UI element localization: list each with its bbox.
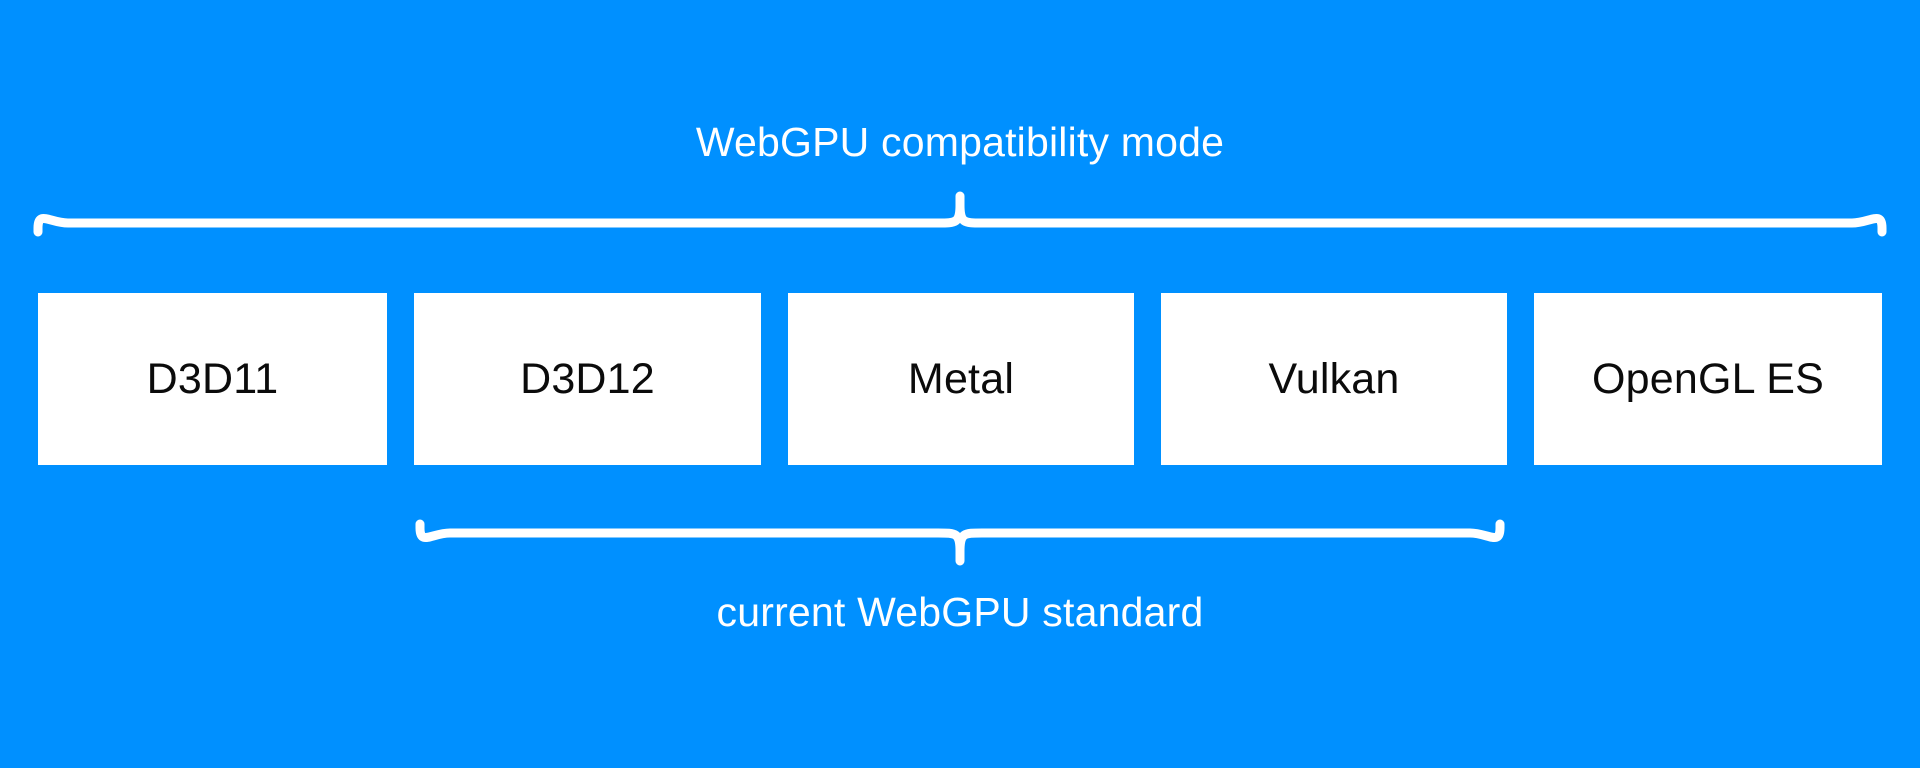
- api-box-label: Metal: [907, 355, 1015, 403]
- top-curly-brace: [33, 191, 1887, 237]
- bottom-brace-label: current WebGPU standard: [716, 589, 1204, 635]
- api-box-row: D3D11 D3D12 Metal Vulkan OpenGL ES: [38, 293, 1882, 465]
- api-box-d3d11[interactable]: D3D11: [38, 293, 387, 465]
- api-box-opengl-es[interactable]: OpenGL ES: [1534, 293, 1882, 465]
- api-box-d3d12[interactable]: D3D12: [414, 293, 761, 465]
- api-box-label: Vulkan: [1268, 355, 1400, 403]
- top-brace-label: WebGPU compatibility mode: [695, 119, 1225, 165]
- api-box-label: D3D12: [520, 355, 655, 403]
- bottom-curly-brace: [415, 519, 1505, 566]
- api-box-vulkan[interactable]: Vulkan: [1161, 293, 1507, 465]
- api-box-label: OpenGL ES: [1591, 355, 1825, 403]
- api-box-label: D3D11: [146, 355, 279, 403]
- api-box-metal[interactable]: Metal: [788, 293, 1134, 465]
